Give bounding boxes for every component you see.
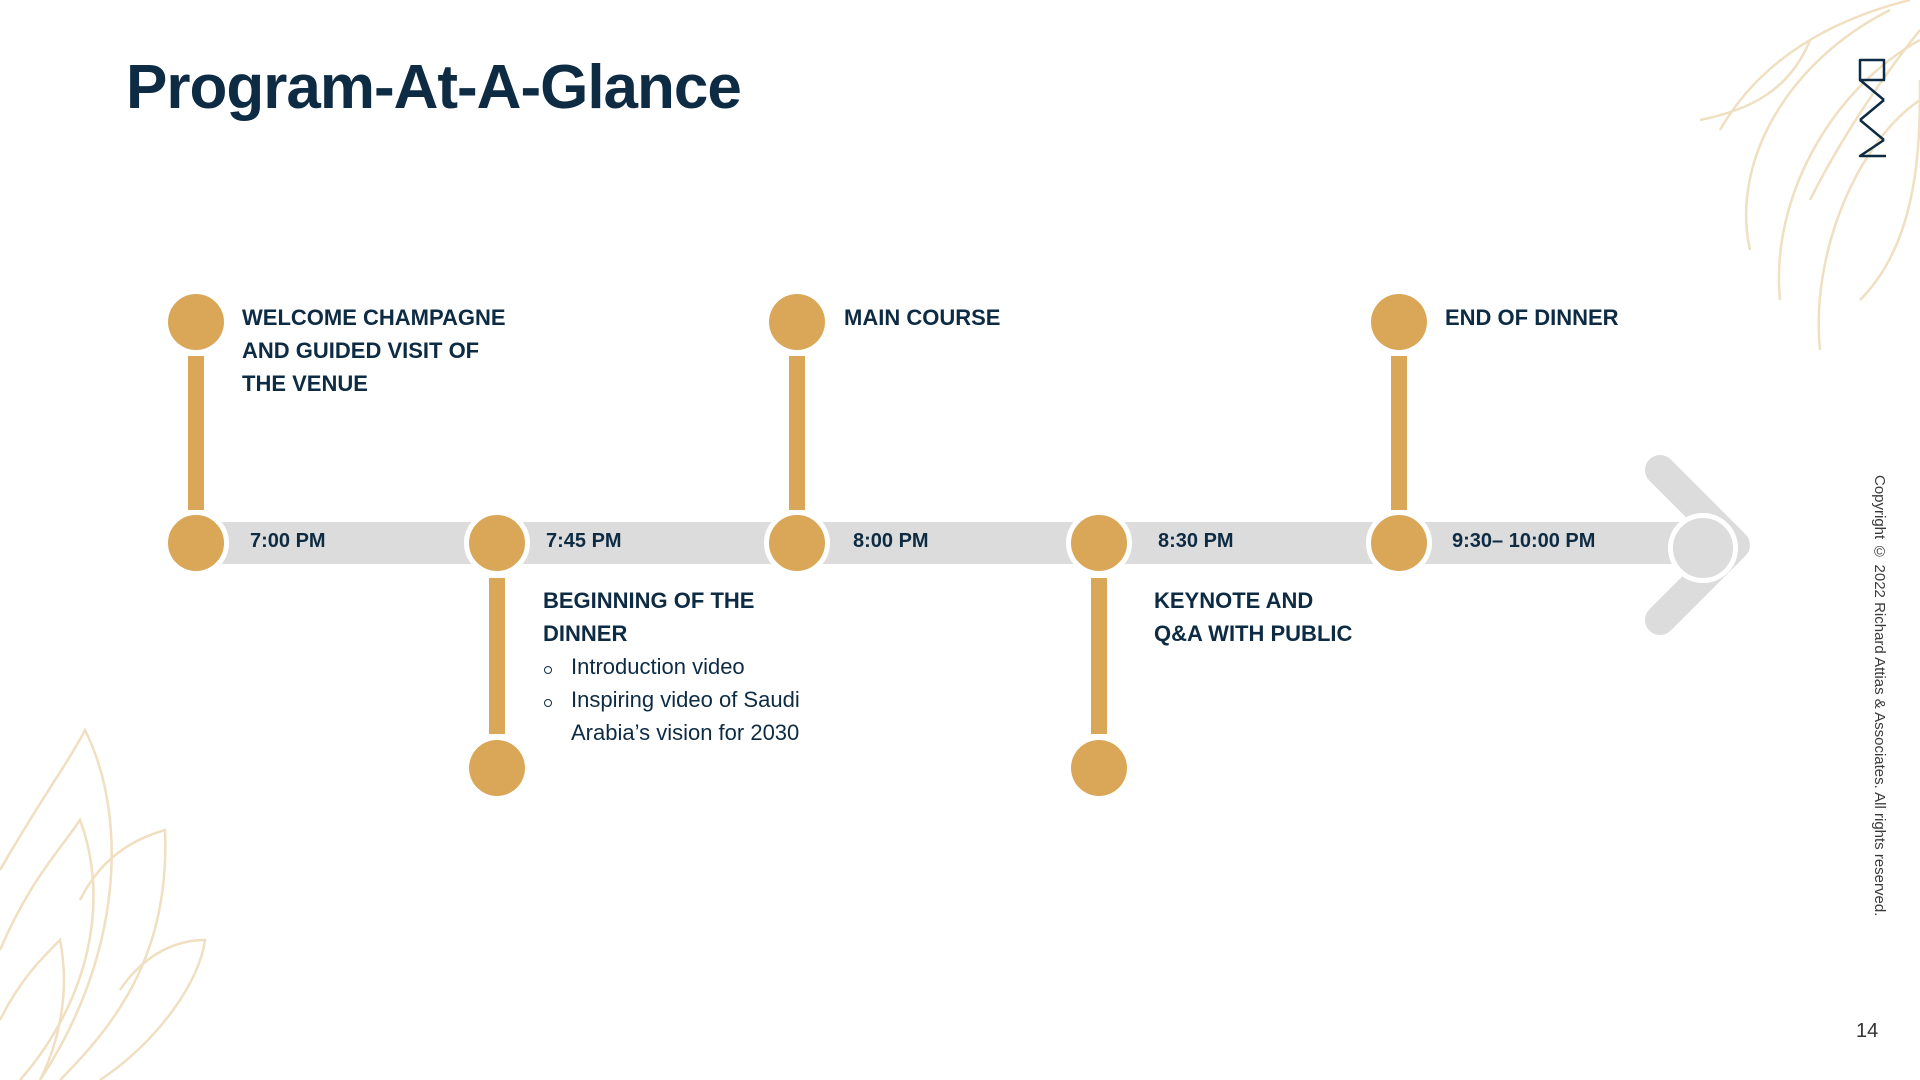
event-label: BEGINNING OF THE DINNER bbox=[543, 584, 754, 650]
event-label-line: Q&A WITH PUBLIC bbox=[1154, 621, 1353, 646]
timeline-node bbox=[163, 510, 229, 576]
event-time: 8:30 PM bbox=[1158, 530, 1234, 552]
event-time: 9:30– 10:00 PM bbox=[1452, 530, 1596, 552]
event-label-line: MAIN COURSE bbox=[844, 305, 1001, 330]
event-sub-items: Introduction video Inspiring video of Sa… bbox=[542, 650, 800, 749]
event-label: KEYNOTE AND Q&A WITH PUBLIC bbox=[1154, 584, 1352, 650]
event-time: 7:45 PM bbox=[546, 530, 622, 552]
event-label-line: DINNER bbox=[543, 621, 628, 646]
timeline-stem bbox=[1091, 578, 1107, 734]
event-label-line: WELCOME CHAMPAGNE bbox=[242, 305, 506, 330]
page-number: 14 bbox=[1856, 1020, 1879, 1042]
timeline-node bbox=[1366, 510, 1432, 576]
list-item: Arabia’s vision for 2030 bbox=[542, 716, 800, 749]
bullet-icon bbox=[544, 666, 552, 674]
bullet-icon bbox=[544, 699, 552, 707]
event-label: WELCOME CHAMPAGNE AND GUIDED VISIT OF TH… bbox=[242, 301, 506, 400]
timeline-stem bbox=[1391, 356, 1407, 510]
leaf-decoration-bottom-left bbox=[0, 727, 207, 1080]
timeline-node bbox=[1066, 510, 1132, 576]
timeline-node-below bbox=[1071, 740, 1127, 796]
timeline-stem bbox=[489, 578, 505, 734]
event-label-line: END OF DINNER bbox=[1445, 305, 1619, 330]
timeline-node-above bbox=[1371, 294, 1427, 350]
timeline-node-below bbox=[469, 740, 525, 796]
timeline-node-above bbox=[168, 294, 224, 350]
logo-icon bbox=[1858, 58, 1886, 158]
timeline-node bbox=[764, 510, 830, 576]
list-item-text: Introduction video bbox=[571, 654, 745, 679]
event-label-line: THE VENUE bbox=[242, 371, 368, 396]
event-label: END OF DINNER bbox=[1445, 301, 1619, 334]
list-item-text: Inspiring video of Saudi bbox=[571, 687, 800, 712]
list-item-text: Arabia’s vision for 2030 bbox=[571, 720, 800, 745]
timeline-node bbox=[464, 510, 530, 576]
event-label-line: KEYNOTE AND bbox=[1154, 588, 1314, 613]
page-title: Program-At-A-Glance bbox=[126, 53, 742, 122]
event-label-line: AND GUIDED VISIT OF bbox=[242, 338, 480, 363]
event-time: 7:00 PM bbox=[250, 530, 326, 552]
event-time: 8:00 PM bbox=[853, 530, 929, 552]
list-item: Introduction video bbox=[542, 650, 800, 683]
leaf-decoration-top-right bbox=[1699, 0, 1920, 351]
timeline-end-node bbox=[1668, 513, 1738, 583]
list-item: Inspiring video of Saudi bbox=[542, 683, 800, 716]
timeline-stem bbox=[188, 356, 204, 510]
copyright-notice: Copyright © 2022 Richard Attias & Associ… bbox=[1871, 475, 1888, 917]
event-label: MAIN COURSE bbox=[844, 301, 1000, 334]
timeline-stem bbox=[789, 356, 805, 510]
event-label-line: BEGINNING OF THE bbox=[543, 588, 755, 613]
timeline-node-above bbox=[769, 294, 825, 350]
